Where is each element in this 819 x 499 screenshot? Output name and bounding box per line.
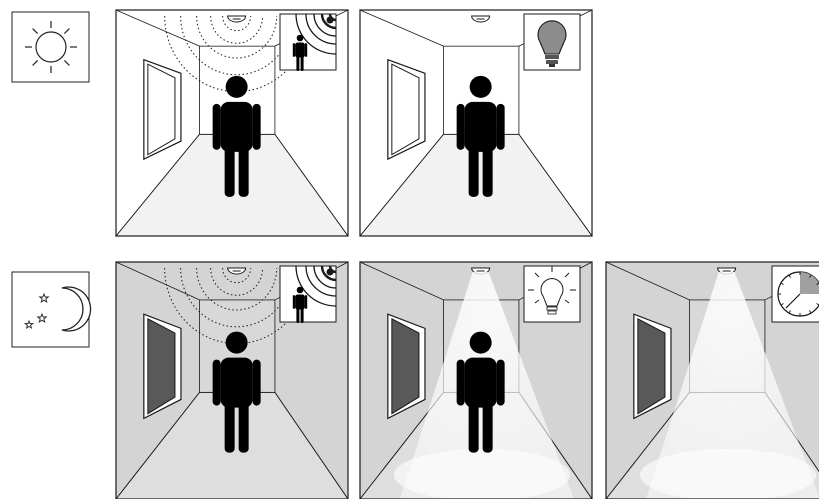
room-panel — [606, 262, 819, 499]
room-panel — [360, 262, 592, 499]
lightbulb-on-icon — [524, 266, 580, 322]
motion-sensor-icon — [280, 266, 336, 323]
daytime-condition-box — [12, 12, 89, 82]
room-panel — [360, 10, 592, 236]
room-panel — [116, 10, 348, 236]
timer-clock-icon — [772, 266, 819, 322]
motion-sensor-icon — [280, 14, 336, 71]
nighttime-condition-box — [12, 272, 91, 347]
lightbulb-off-icon — [524, 14, 580, 70]
room-panel — [116, 262, 348, 499]
